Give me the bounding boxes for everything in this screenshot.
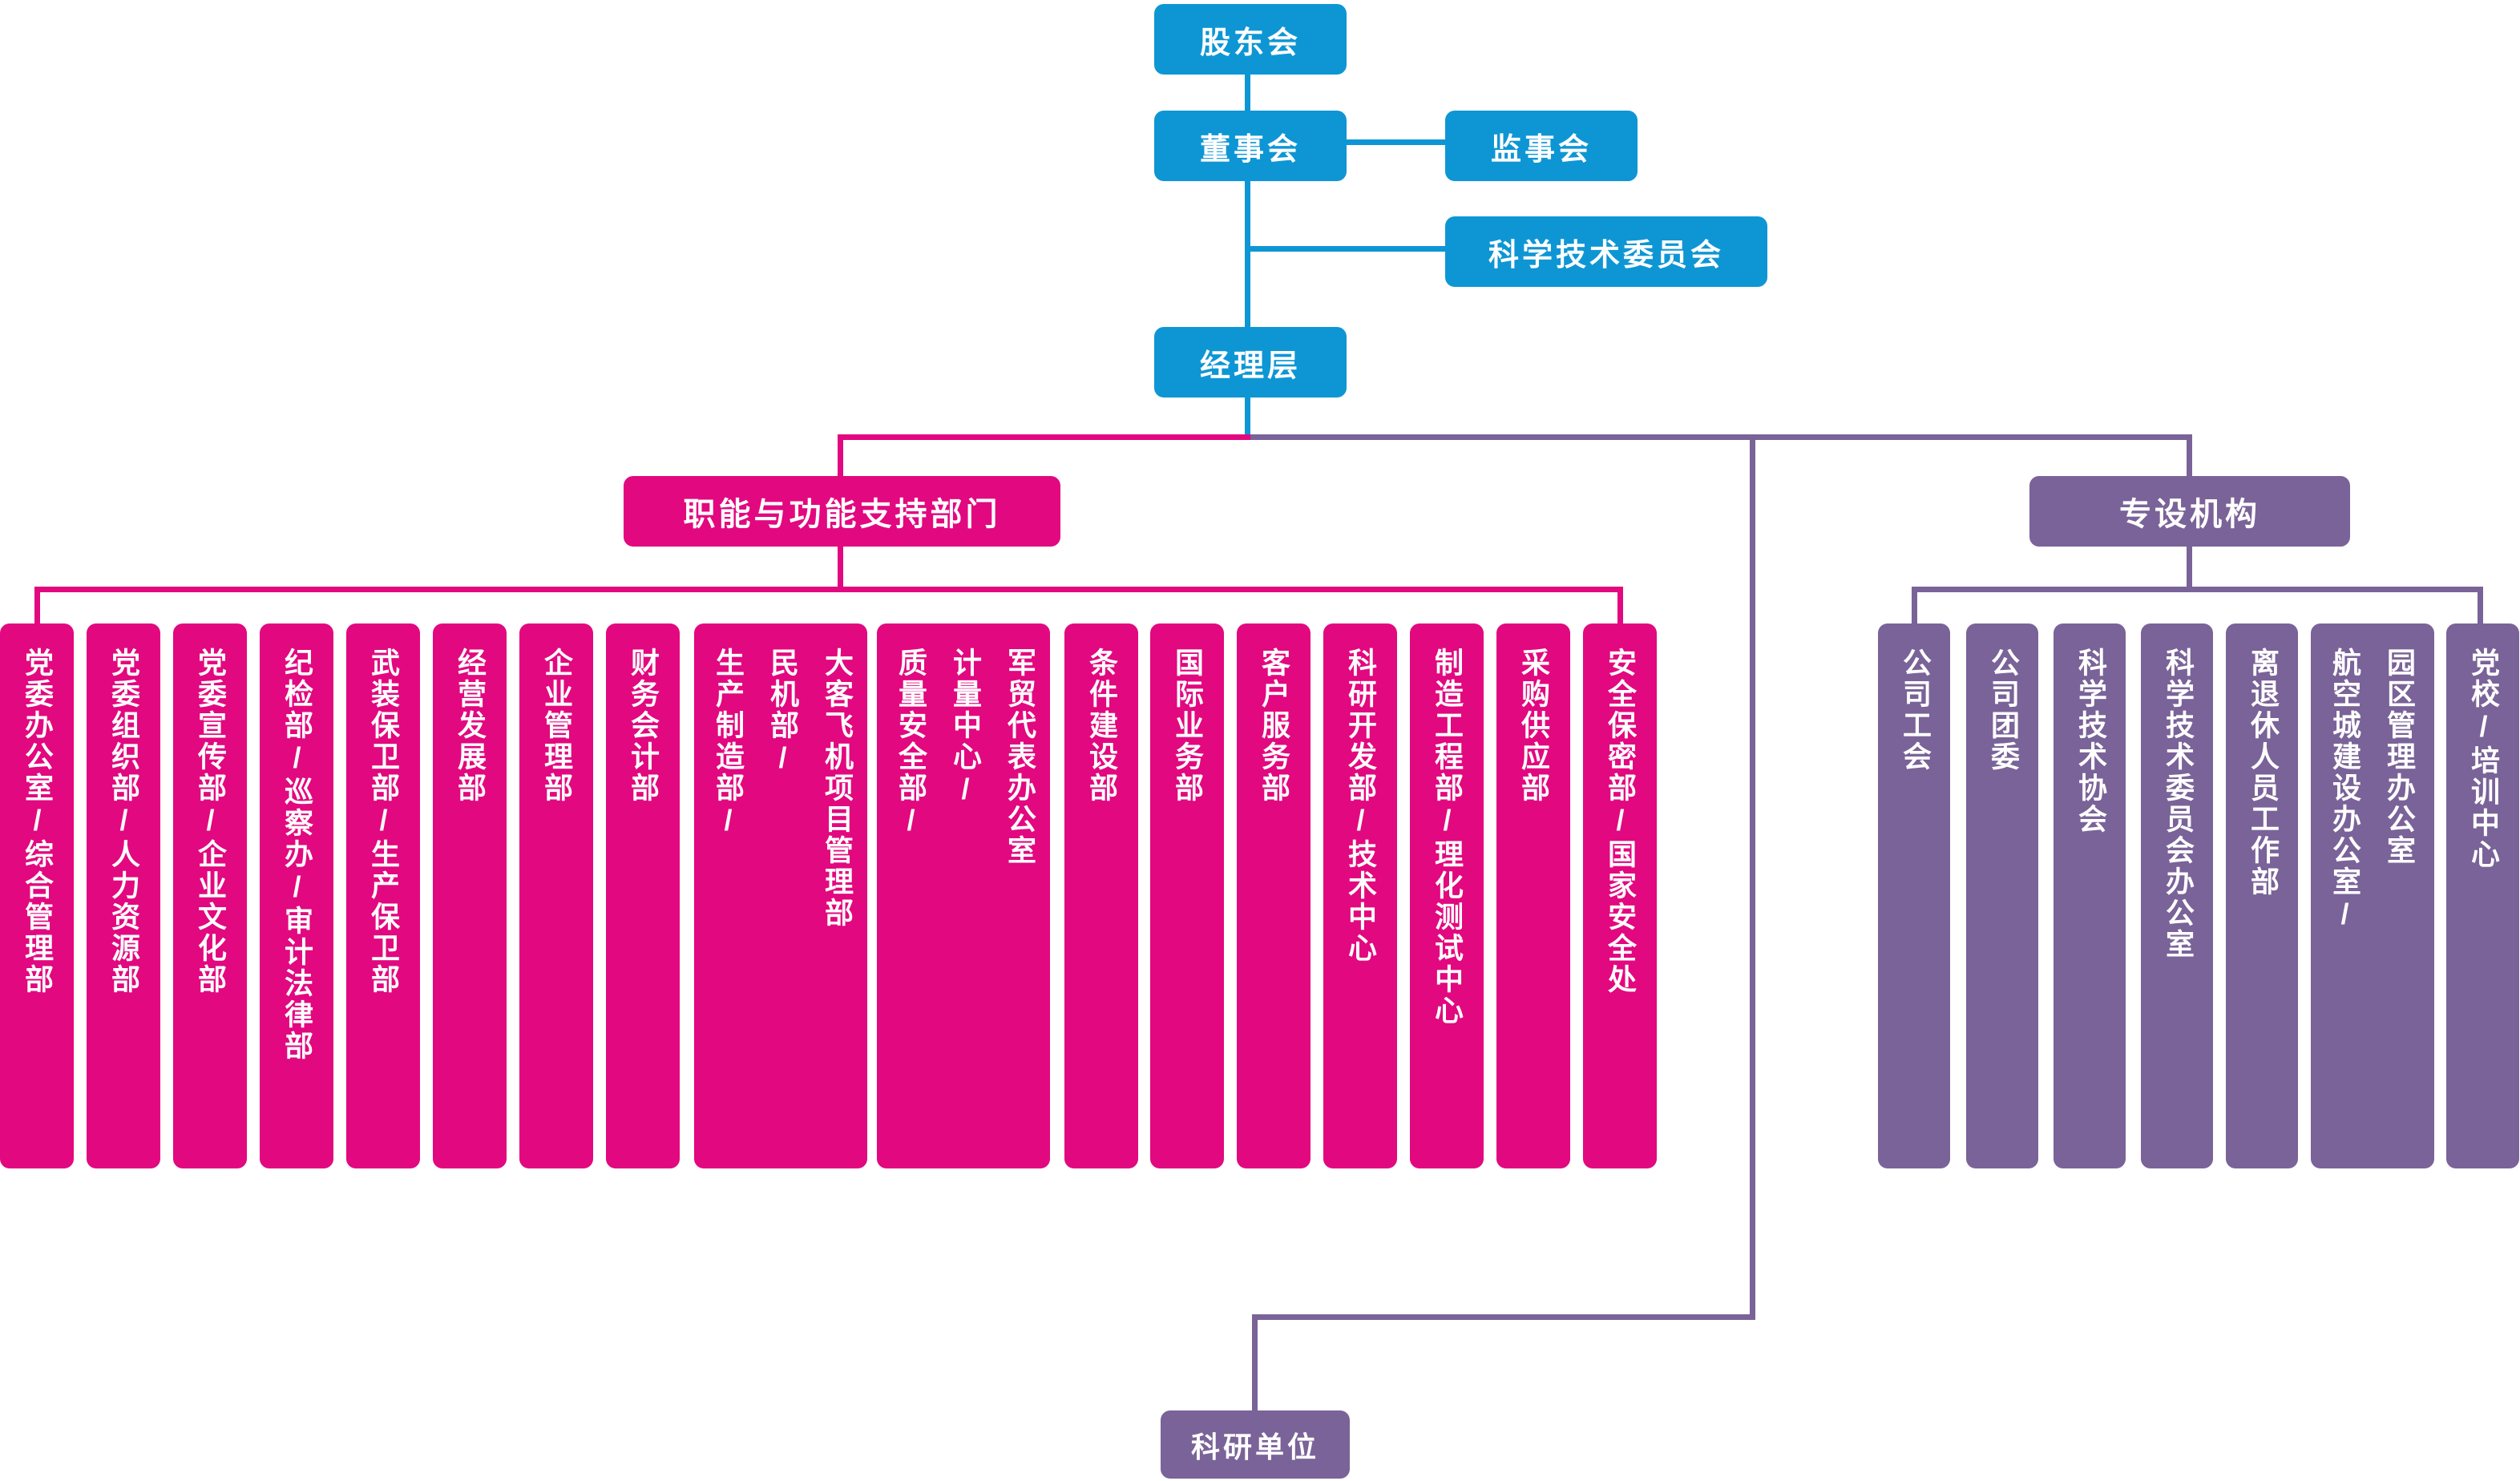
connector-line xyxy=(1347,139,1445,145)
functional-dept-box: 武装保卫部/生产保卫部 xyxy=(346,623,420,1168)
functional-dept-box: 条件建设部 xyxy=(1064,623,1138,1168)
functional-header: 职能与功能支持部门 xyxy=(624,476,1060,547)
connector-line xyxy=(838,434,843,476)
special-organ-box: 公司工会 xyxy=(1878,623,1950,1168)
functional-dept-box: 企业管理部 xyxy=(519,623,593,1168)
connector-line xyxy=(1245,397,1250,437)
functional-dept-box: 科研开发部/技术中心 xyxy=(1323,623,1397,1168)
special-organ-box: 公司团委 xyxy=(1966,623,2038,1168)
management-box: 经理层 xyxy=(1154,327,1347,397)
connector-line xyxy=(1750,434,1755,1320)
connector-line xyxy=(37,587,1623,592)
special-organ-box: 党校/培训中心 xyxy=(2446,623,2519,1168)
connector-line xyxy=(1252,1314,1258,1410)
board-box: 董事会 xyxy=(1154,111,1347,181)
functional-dept-box: 生产制造部/ 民机部/ 大客飞机项目管理部 xyxy=(694,623,867,1168)
special-organ-box: 航空城建设办公室/ 园区管理办公室 xyxy=(2311,623,2434,1168)
connector-line xyxy=(1250,246,1445,252)
special-organ-box: 离退休人员工作部 xyxy=(2226,623,2298,1168)
functional-dept-box: 质量安全部/ 计量中心/ 军贸代表办公室 xyxy=(877,623,1050,1168)
sci-tech-committee-box: 科学技术委员会 xyxy=(1445,216,1767,287)
connector-line xyxy=(1245,181,1250,327)
connector-line xyxy=(838,547,843,587)
functional-dept-box: 安全保密部/国家安全处 xyxy=(1583,623,1657,1168)
functional-dept-box: 财务会计部 xyxy=(606,623,680,1168)
functional-dept-box: 采购供应部 xyxy=(1496,623,1570,1168)
functional-dept-box: 党委办公室/综合管理部 xyxy=(0,623,74,1168)
connector-line xyxy=(1912,587,1917,623)
connector-line xyxy=(1252,1314,1755,1320)
connector-line xyxy=(34,587,40,623)
special-organ-box: 科学技术委员会办公室 xyxy=(2141,623,2213,1168)
functional-dept-box: 纪检部/巡察办/审计法律部 xyxy=(260,623,333,1168)
connector-line xyxy=(1250,434,2189,440)
functional-dept-box: 党委宣传部/企业文化部 xyxy=(173,623,247,1168)
connector-line xyxy=(840,434,1250,440)
functional-dept-box: 国际业务部 xyxy=(1150,623,1224,1168)
shareholders-box: 股东会 xyxy=(1154,4,1347,75)
special-header: 专设机构 xyxy=(2029,476,2350,547)
connector-line xyxy=(2478,587,2483,623)
connector-line xyxy=(1617,587,1623,623)
supervisory-box: 监事会 xyxy=(1445,111,1638,181)
connector-line xyxy=(1914,587,2483,592)
functional-dept-box: 经营发展部 xyxy=(433,623,507,1168)
functional-dept-box: 制造工程部/理化测试中心 xyxy=(1410,623,1484,1168)
functional-dept-box: 党委组织部/人力资源部 xyxy=(87,623,160,1168)
special-organ-box: 科学技术协会 xyxy=(2054,623,2126,1168)
research-unit-box: 科研单位 xyxy=(1161,1410,1350,1479)
functional-dept-box: 客户服务部 xyxy=(1237,623,1310,1168)
connector-line xyxy=(1245,75,1250,111)
connector-line xyxy=(2187,434,2192,476)
connector-line xyxy=(2187,547,2192,587)
